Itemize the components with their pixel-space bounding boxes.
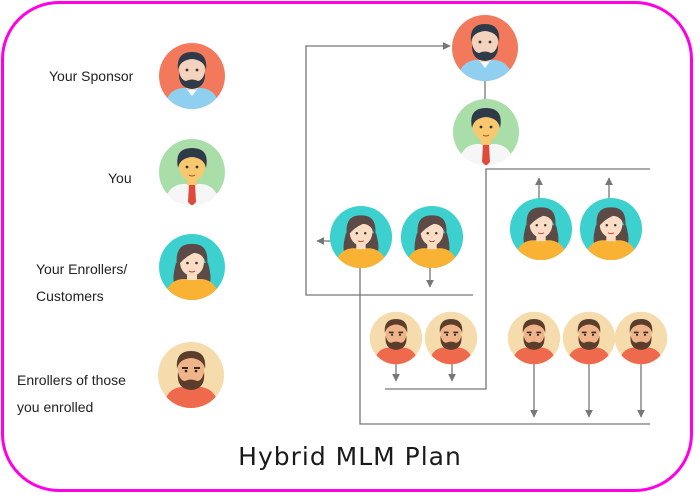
legend-you-avatar bbox=[159, 139, 225, 206]
tree-node-second-level bbox=[425, 312, 477, 365]
connector-line bbox=[359, 266, 650, 425]
connector-line bbox=[385, 168, 650, 390]
legend-sponsor-avatar bbox=[159, 43, 225, 110]
tree-node-enroller-right bbox=[510, 198, 572, 261]
tree-node-enroller-right bbox=[580, 198, 642, 261]
tree-node-sponsor bbox=[452, 15, 518, 82]
tree-node-you bbox=[453, 99, 519, 166]
tree-node-second-level bbox=[370, 312, 422, 365]
diagram-title: Hybrid MLM Plan bbox=[238, 442, 462, 471]
tree-node-second-level bbox=[563, 312, 615, 365]
tree-node-second-level bbox=[615, 312, 667, 365]
legend-label-second-level-line2: you enrolled bbox=[17, 399, 94, 415]
legend-label-you: You bbox=[108, 170, 132, 186]
legend-label-second-level-line1: Enrollers of those bbox=[17, 372, 126, 388]
legend-label-enrollers-line2: Customers bbox=[36, 288, 104, 304]
legend-label-sponsor: Your Sponsor bbox=[49, 68, 134, 84]
connector-line bbox=[305, 42, 473, 296]
tree-node-second-level bbox=[508, 312, 560, 365]
legend-label-enrollers-line1: Your Enrollers/ bbox=[36, 261, 128, 277]
legend-enroller-avatar bbox=[159, 234, 225, 301]
tree-node-enroller-left bbox=[401, 206, 463, 269]
legend-second-level-avatar bbox=[158, 342, 224, 409]
tree-node-enroller-left bbox=[330, 206, 392, 269]
